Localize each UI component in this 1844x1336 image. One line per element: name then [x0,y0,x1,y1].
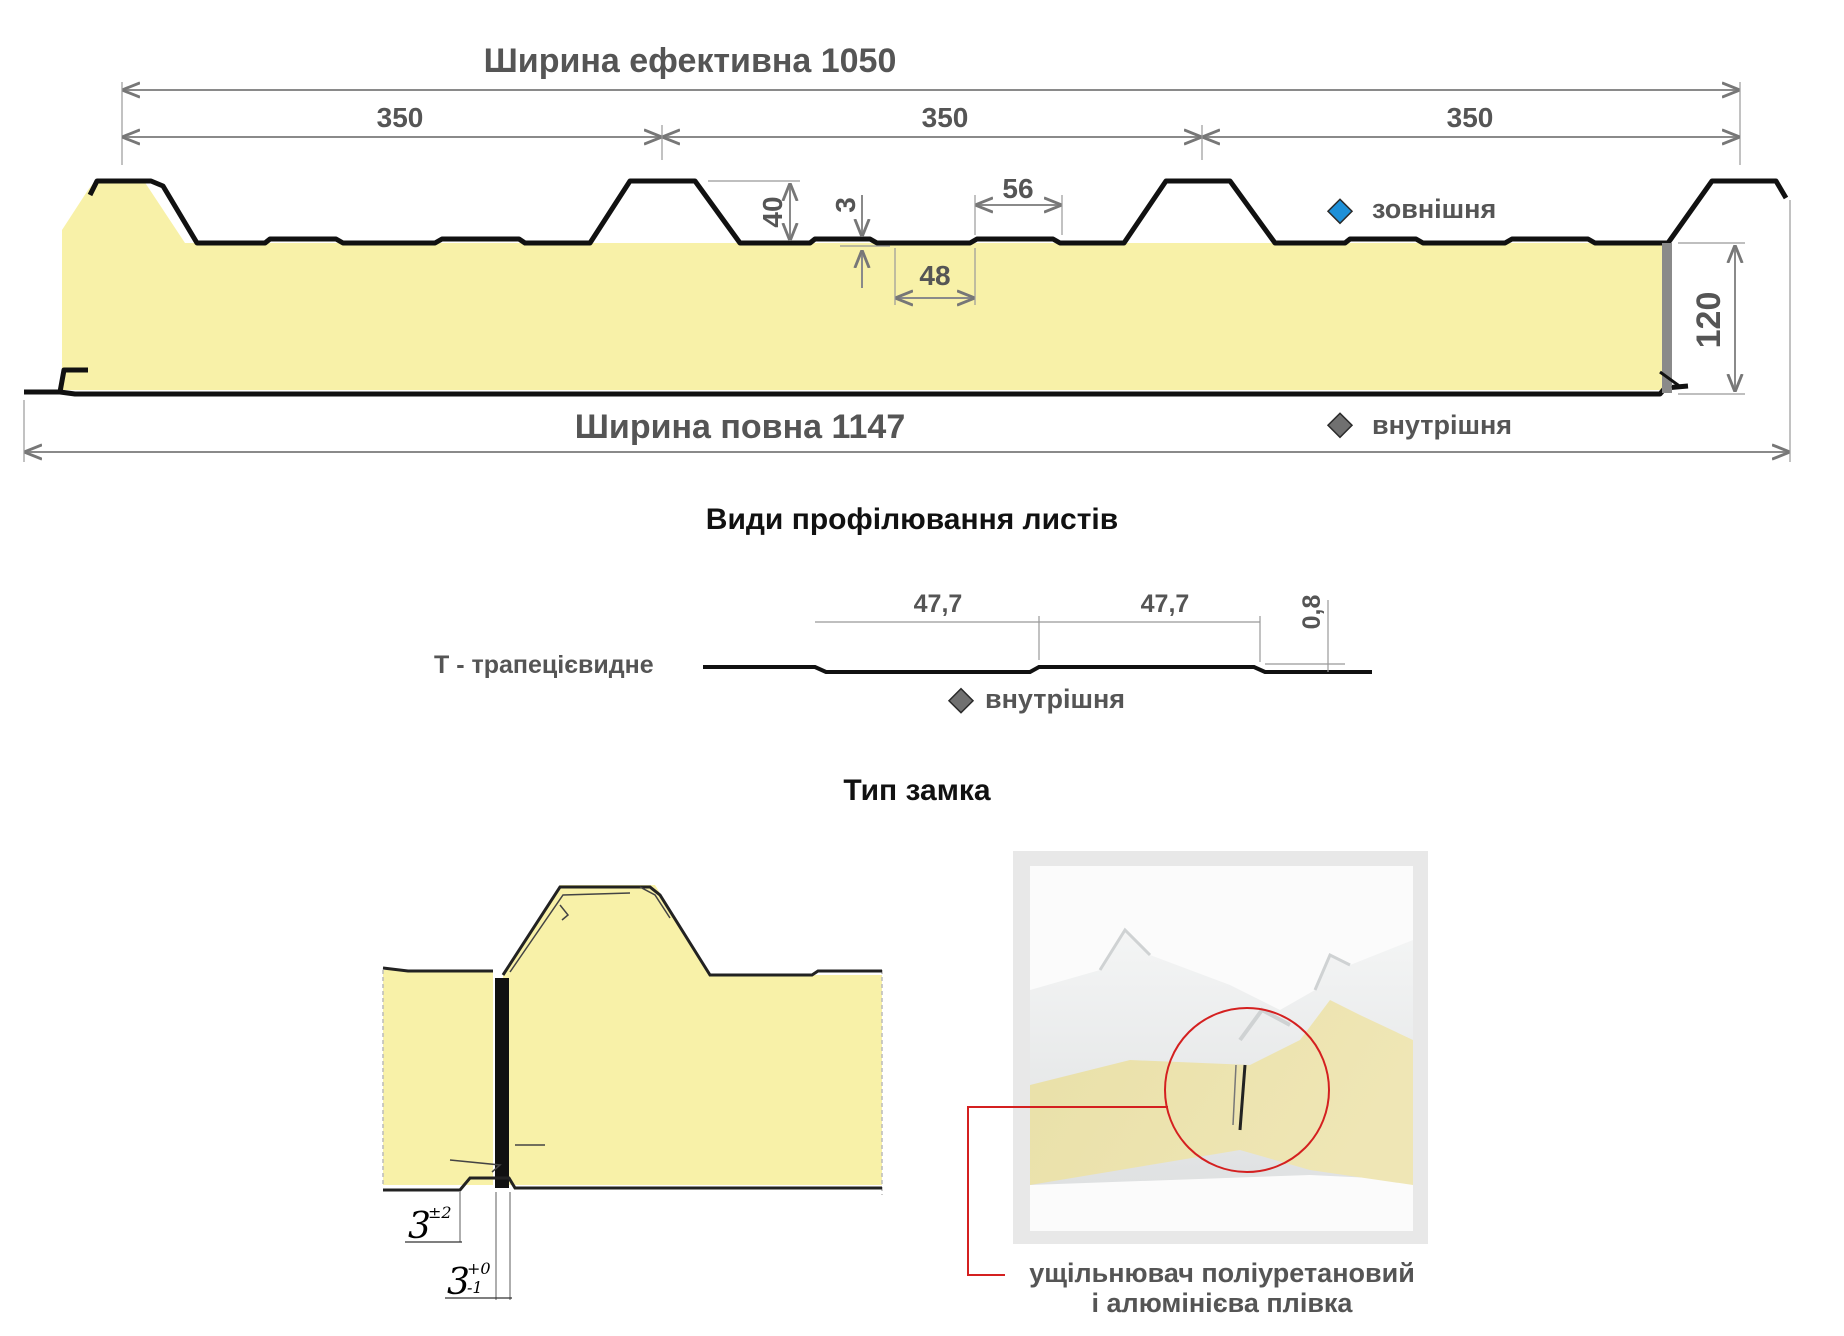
profile-inner-diamond-icon [947,687,975,714]
profile-depth-label: 0,8 [1298,595,1326,630]
profiling-type-label: Т - трапецієвидне [434,651,654,679]
profiling-heading: Види профілювання листів [706,503,1118,536]
profile-pitch-label-1: 47,7 [914,590,963,618]
profile-side-label: внутрішня [985,684,1125,714]
joint-photo [1013,851,1428,1244]
full-width-label: Ширина повна 1147 [575,408,906,446]
minor-rib-height-label: 3 [830,197,861,213]
outer-sheet [87,178,1789,246]
thickness-label: 120 [1690,292,1728,349]
tolerance-b-lower: -1 [467,1278,483,1297]
rib-height-label: 40 [757,196,788,227]
outer-side-diamond-icon [1326,198,1354,225]
minor-rib-top-label: 56 [1002,173,1033,204]
minor-rib-base-label: 48 [919,260,950,291]
edge-seal [1662,243,1672,393]
tolerance-a-deviation: ±2 [428,1203,452,1222]
trapezoid-profile [703,600,1372,674]
span-label-1: 350 [377,102,424,133]
panel-section [24,178,1789,397]
tolerance-b-upper: +0 [467,1259,491,1278]
seal-callout [967,1007,1330,1276]
callout-line-2: і алюмінієва плівка [1092,1288,1354,1318]
callout-line-1: ущільнювач поліуретановий [1029,1258,1415,1288]
outer-side-label: зовнішня [1372,194,1496,224]
tolerance-b-value: 3 [447,1262,470,1303]
effective-width-label: Ширина ефективна 1050 [484,42,897,80]
tolerance-a-value: 3 [408,1206,431,1247]
foam-core [62,181,1670,390]
lock-heading: Тип замка [843,774,990,807]
profile-pitch-label-2: 47,7 [1141,590,1190,618]
lock-section [382,885,883,1300]
span-label-3: 350 [1447,102,1494,133]
panel-dimensions [23,82,1791,462]
legend: зовнішня внутрішня [1326,194,1512,440]
span-label-2: 350 [922,102,969,133]
inner-side-diamond-icon [1326,412,1354,439]
inner-side-label: внутрішня [1372,410,1512,440]
